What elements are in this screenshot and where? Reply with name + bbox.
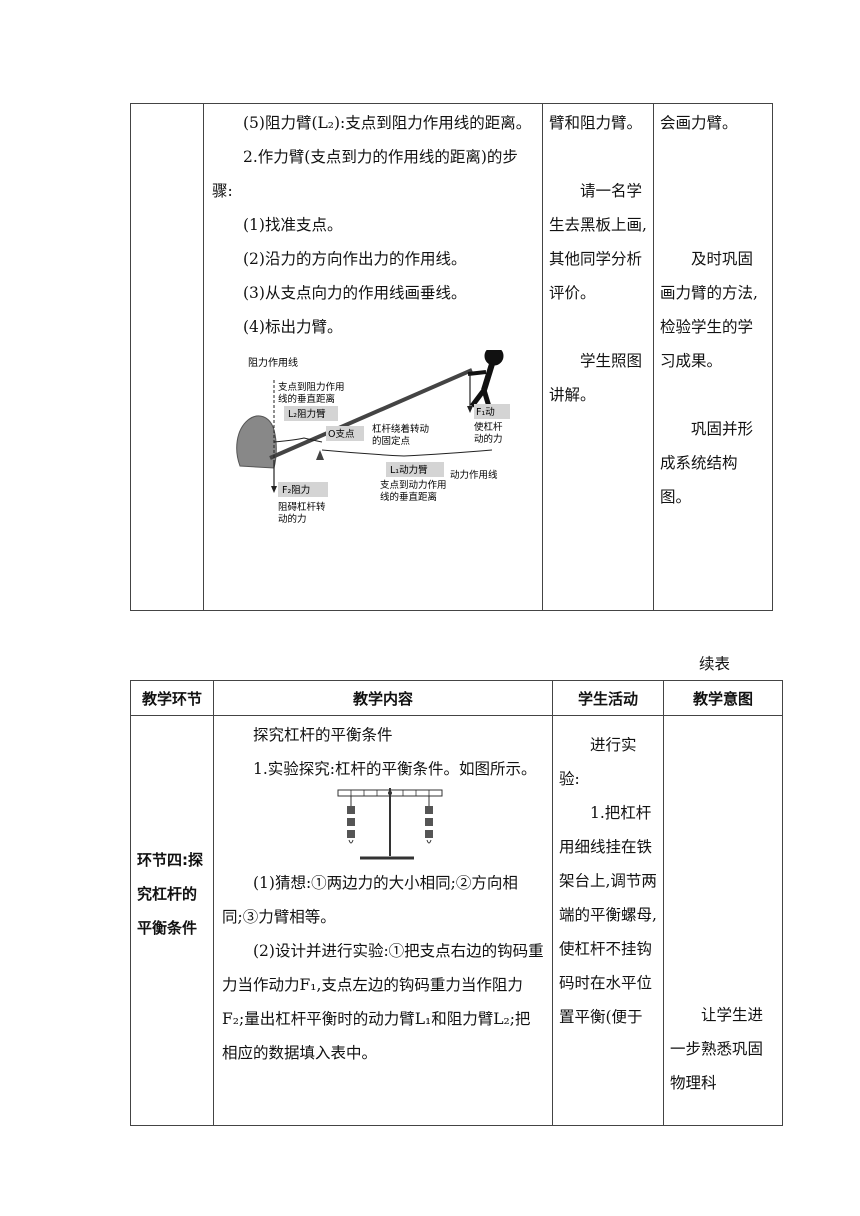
stage-cell: 环节四:探究杠杆的平衡条件 [130,715,214,1126]
person-figure [467,350,504,411]
content-line: (4)标出力臂。 [243,318,343,336]
intent-cell: 让学生进一步熟悉巩固物理科 [663,715,783,1126]
content-line: (2)设计并进行实验:①把支点右边的钩码重力当作动力F₁,支点左边的钩码重力当作… [222,942,544,1062]
label-f2: F₂阻力 [282,484,310,496]
continued-label: 续表 [698,655,730,673]
label-f1: F₁动 [476,407,495,418]
label-f1-desc-1: 使杠杆 [474,421,503,433]
intent-line: 及时巩固画力臂的方法,检验学生的学习成果。 [660,250,758,370]
label-pivot-desc-1: 杠杆绕着转动 [372,423,429,435]
section-title: 探究杠杆的平衡条件 [253,726,393,744]
label-l2-desc-2: 线的垂直距离 [278,393,335,405]
header-content: 教学内容 [213,680,553,716]
label-fulcrum: O支点 [328,428,355,440]
stage-cell-empty [130,103,204,611]
content-cell: (5)阻力臂(L₂):支点到阻力作用线的距离。 2.作力臂(支点到力的作用线的距… [203,103,543,611]
content-line: (1)找准支点。 [243,216,343,234]
content-line: 1.实验探究:杠杆的平衡条件。如图所示。 [253,760,537,778]
activity-cell: 臂和阻力臂。 请一名学生去黑板上画,其他同学分析评价。 学生照图讲解。 [542,103,654,611]
label-f2-desc-1: 阻碍杠杆转 [278,501,326,513]
content-line: 2.作力臂(支点到力的作用线的距离)的步骤: [212,148,518,200]
label-f1-desc-2: 动的力 [474,433,503,445]
fulcrum [316,450,324,460]
label-l1-desc-1: 支点到动力作用 [380,479,447,491]
content-line: (1)猜想:①两边力的大小相同;②方向相同;③力臂相等。 [222,874,518,926]
weights-left [347,796,355,844]
label-l1: L₁动力臂 [390,464,428,476]
content-line: (3)从支点向力的作用线画垂线。 [243,284,467,302]
header-intent: 教学意图 [663,680,783,716]
label-f2-desc-2: 动的力 [278,513,307,525]
table-bottom: 教学环节 教学内容 学生活动 教学意图 环节四:探究杠杆的平衡条件 探究杠杆的平… [130,680,783,1126]
intent-line: 巩固并形成系统结构图。 [660,420,754,506]
label-effort-line: 动力作用线 [450,469,498,481]
header-stage: 教学环节 [130,680,214,716]
content-cell: 探究杠杆的平衡条件 1.实验探究:杠杆的平衡条件。如图所示。 [213,715,553,1126]
weights-right [425,796,433,844]
activity-line: 1.把杠杆用细线挂在铁架台上,调节两端的平衡螺母,使杠杆不挂钩码时在水平位置平衡… [559,804,657,1026]
activity-line: 进行实验: [559,736,637,788]
intent-line: 让学生进一步熟悉巩固物理科 [670,1006,764,1092]
rock-shape [236,415,277,469]
intent-line: 会画力臂。 [660,114,738,132]
label-pivot-desc-2: 的固定点 [372,435,411,447]
label-l2: L₂阻力臂 [288,408,326,420]
label-resistance-line: 阻力作用线 [248,356,298,369]
label-l1-desc-2: 线的垂直距离 [380,491,437,503]
activity-line: 臂和阻力臂。 [549,114,643,132]
content-line: (2)沿力的方向作出力的作用线。 [243,250,467,268]
table-top: (5)阻力臂(L₂):支点到阻力作用线的距离。 2.作力臂(支点到力的作用线的距… [130,103,773,611]
activity-line: 请一名学生去黑板上画,其他同学分析评价。 [549,182,647,302]
lever-stand-diagram [337,788,443,860]
intent-cell: 会画力臂。 及时巩固画力臂的方法,检验学生的学习成果。 巩固并形成系统结构图。 [653,103,773,611]
lever-bar [269,368,473,460]
lever-arm-diagram: 阻力作用线 支点到阻力作用 线的垂直距离 L₂阻力臂 O支点 杠杆绕着转动 的固… [236,350,510,525]
activity-cell: 进行实验: 1.把杠杆用细线挂在铁架台上,调节两端的平衡螺母,使杠杆不挂钩码时在… [552,715,664,1126]
header-activity: 学生活动 [552,680,664,716]
activity-line: 学生照图讲解。 [549,352,643,404]
label-l2-desc-1: 支点到阻力作用 [278,381,345,393]
content-line: (5)阻力臂(L₂):支点到阻力作用线的距离。 [243,114,532,132]
